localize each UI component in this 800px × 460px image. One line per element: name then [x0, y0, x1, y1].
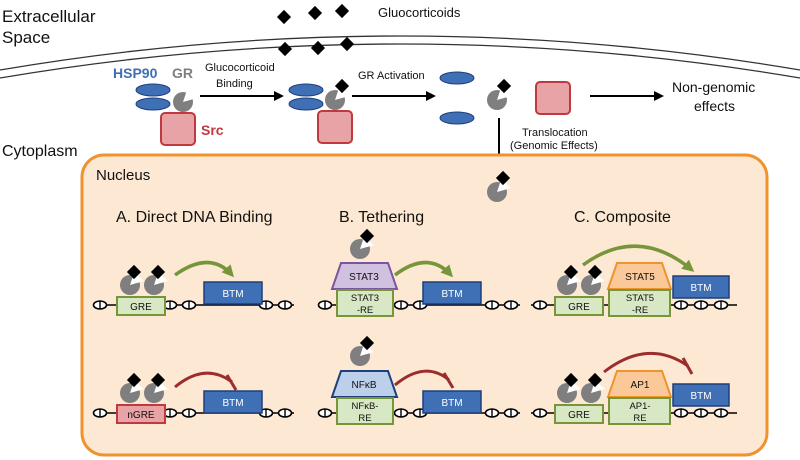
- btm-box-c2: [672, 383, 730, 407]
- nucleus-label: Nucleus: [96, 167, 150, 184]
- btm-label-a1: BTM: [222, 289, 243, 300]
- gr-bound: [325, 88, 349, 110]
- src-label: Src: [201, 122, 224, 138]
- panel-b-top: STAT3 STAT3 -RE BTM: [317, 228, 520, 317]
- gr-label: GR: [172, 65, 193, 81]
- activation-arrow-c: [581, 244, 695, 272]
- ap1-label: AP1: [631, 380, 650, 391]
- panel-a-bottom: nGRE BTM: [92, 371, 294, 424]
- btm-box-c1: [672, 275, 730, 299]
- section-composite-title: C. Composite: [574, 209, 671, 226]
- section-tethering-title: B. Tethering: [339, 209, 424, 226]
- gr-active: [487, 88, 511, 110]
- stat5-re-label-2: -RE: [632, 305, 648, 316]
- btm-box-a2: [203, 390, 263, 414]
- stat5-label: STAT5: [625, 272, 655, 283]
- gre-label-c2: GRE: [568, 410, 590, 421]
- hsp90-bound-bottom: [288, 97, 324, 111]
- stat3-label: STAT3: [349, 272, 379, 283]
- btm-label-c1: BTM: [690, 283, 711, 294]
- translocation-label-1: Translocation: [522, 127, 588, 139]
- non-genomic-label-2: effects: [694, 98, 735, 114]
- hsp90-bound-top: [288, 83, 324, 97]
- gre-box-c2: [554, 404, 604, 424]
- glucocorticoids-label: Gluocorticoids: [378, 5, 461, 20]
- hsp90-bottom: [135, 97, 171, 111]
- repression-arrow-b: [394, 369, 450, 387]
- ngre-label: nGRE: [127, 410, 155, 421]
- extracellular-label: Extracellular: [2, 7, 96, 26]
- activation-arrow-a: [173, 260, 234, 278]
- src-free-box: [535, 81, 571, 115]
- nfkb-label: NFκB: [352, 380, 377, 391]
- gre-label-c1: GRE: [568, 302, 590, 313]
- btm-label-b1: BTM: [441, 289, 462, 300]
- stat5-re-box: [608, 289, 671, 317]
- btm-box-b1: [422, 281, 482, 305]
- gc-binding-label-1: Glucocorticoid: [205, 62, 275, 74]
- cytoplasm-label: Cytoplasm: [2, 143, 78, 160]
- hsp90-label: HSP90: [113, 65, 158, 81]
- stat3-factor: [330, 262, 399, 290]
- ap1-re-label-1: AP1-: [629, 401, 650, 412]
- src-box: [160, 112, 196, 146]
- panel-c-top: GRE STAT5 STAT5 -RE BTM: [531, 244, 737, 317]
- nfkb-re-label-2: RE: [358, 413, 371, 424]
- gr-receptor: [173, 90, 197, 112]
- btm-label-b2: BTM: [441, 398, 462, 409]
- translocation-label-2: (Genomic Effects): [510, 140, 598, 152]
- membrane-outer: [0, 35, 800, 71]
- section-direct-title: A. Direct DNA Binding: [116, 209, 273, 226]
- stat3-re-label-1: STAT3: [351, 293, 379, 304]
- ap1-re-label-2: RE: [633, 413, 646, 424]
- nfkb-factor: [330, 370, 399, 398]
- panel-b-bottom: NFκB NFκB- RE BTM: [317, 335, 520, 425]
- panel-c-bottom: GRE AP1 AP1- RE BTM: [531, 352, 737, 425]
- panel-a-top: GRE BTM: [92, 260, 294, 316]
- btm-box-b2: [422, 390, 482, 414]
- src-bound-box: [317, 110, 353, 144]
- btm-label-c2: BTM: [690, 391, 711, 402]
- gc-binding-label-2: Binding: [216, 78, 253, 90]
- stat5-re-label-1: STAT5: [626, 293, 654, 304]
- btm-label-a2: BTM: [222, 398, 243, 409]
- gre-box-a: [116, 296, 166, 316]
- stat3-re-label-2: -RE: [357, 305, 373, 316]
- hsp90-free-bottom: [439, 111, 475, 125]
- stat3-re-box: [336, 289, 394, 317]
- membrane-inner: [0, 43, 800, 79]
- nfkb-re-label-1: NFκB-: [352, 401, 379, 412]
- non-genomic-label-1: Non-genomic: [672, 79, 755, 95]
- ngre-box: [116, 404, 166, 424]
- btm-box-a1: [203, 281, 263, 305]
- gre-box-c1: [554, 296, 604, 316]
- nfkb-re-box: [336, 397, 394, 425]
- activation-arrow-b: [393, 260, 454, 278]
- gr-activation-label: GR Activation: [358, 70, 425, 82]
- gre-label-a: GRE: [130, 302, 152, 313]
- repression-arrow-c: [603, 352, 689, 374]
- hsp90-free-top: [439, 71, 475, 85]
- space-label: Space: [2, 28, 50, 47]
- hsp90-top: [135, 83, 171, 97]
- glucocorticoid-molecules: [276, 3, 355, 57]
- repression-arrow-a: [174, 371, 233, 389]
- ap1-re-box: [608, 397, 671, 425]
